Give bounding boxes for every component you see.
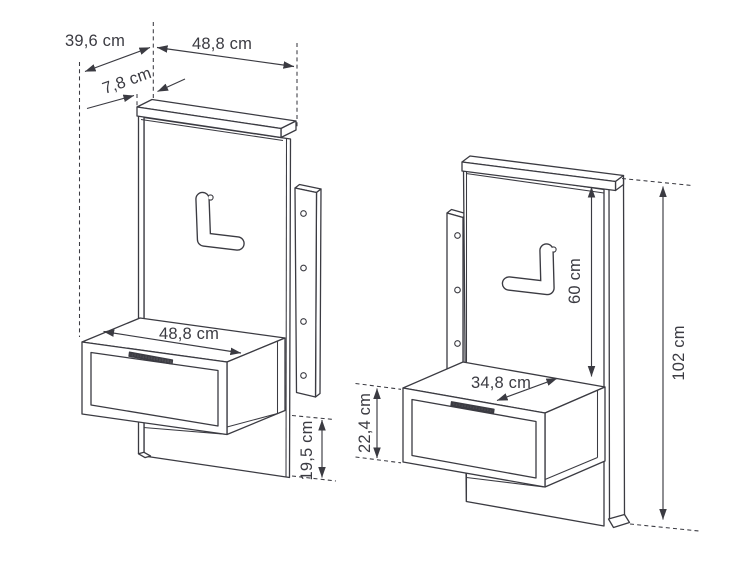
dimension-total-height: 102 cm — [659, 186, 688, 520]
screw-hole — [300, 318, 307, 325]
dim-lower-height-label: 19,5 cm — [298, 420, 316, 480]
dim-panel-height-label: 60 cm — [566, 258, 584, 304]
screw-hole — [454, 286, 461, 294]
dim-depth-total-label: 39,6 cm — [65, 32, 125, 50]
dimension-drawer-width: 48,8 cm — [103, 325, 242, 356]
projection-lines — [78, 22, 337, 482]
dim-drawer-width-label: 48,8 cm — [159, 325, 219, 343]
dim-total-height-label: 102 cm — [670, 325, 688, 380]
l-shaped-cutout — [501, 243, 557, 296]
dim-drawer-depth-label: 34,8 cm — [471, 374, 531, 392]
dimension-width-total: 48,8 cm — [156, 35, 295, 69]
top-shelf — [461, 155, 625, 194]
side-board — [607, 178, 631, 529]
left-unit-drawing: 39,6 cm 48,8 cm 7,8 cm 48,8 cm 19,5 cm — [65, 22, 337, 482]
dimension-panel-height: 60 cm — [566, 186, 596, 377]
screw-hole — [454, 232, 461, 239]
screw-hole — [300, 264, 307, 272]
dimension-lower-height: 19,5 cm — [298, 419, 326, 481]
cutout-notch — [207, 194, 214, 201]
right-unit-drawing: 60 cm 102 cm 34,8 cm 22,4 cm — [355, 155, 700, 532]
drawer-front — [90, 351, 219, 427]
dimension-drawer-depth: 34,8 cm — [471, 374, 558, 402]
drawer-handle-slot — [450, 401, 495, 414]
dim-drawer-height-label: 22,4 cm — [356, 393, 374, 453]
dim-shelf-depth-label: 7,8 cm — [100, 64, 154, 98]
mounting-rail — [294, 183, 322, 398]
panel-edge-line — [143, 426, 227, 435]
dimension-depth-total: 39,6 cm — [65, 32, 151, 73]
dimension-drawer-height: 22,4 cm — [356, 388, 381, 459]
l-shaped-cutout — [195, 191, 245, 251]
panel-edge-line — [466, 476, 545, 488]
drawer-front — [411, 398, 537, 479]
dim-width-total-label: 48,8 cm — [192, 35, 252, 53]
top-shelf — [136, 98, 297, 142]
projection-lines — [355, 177, 700, 532]
screw-hole — [300, 372, 307, 379]
screw-hole — [454, 340, 461, 347]
screw-hole — [300, 210, 307, 217]
drawer-handle-slot — [128, 351, 174, 365]
